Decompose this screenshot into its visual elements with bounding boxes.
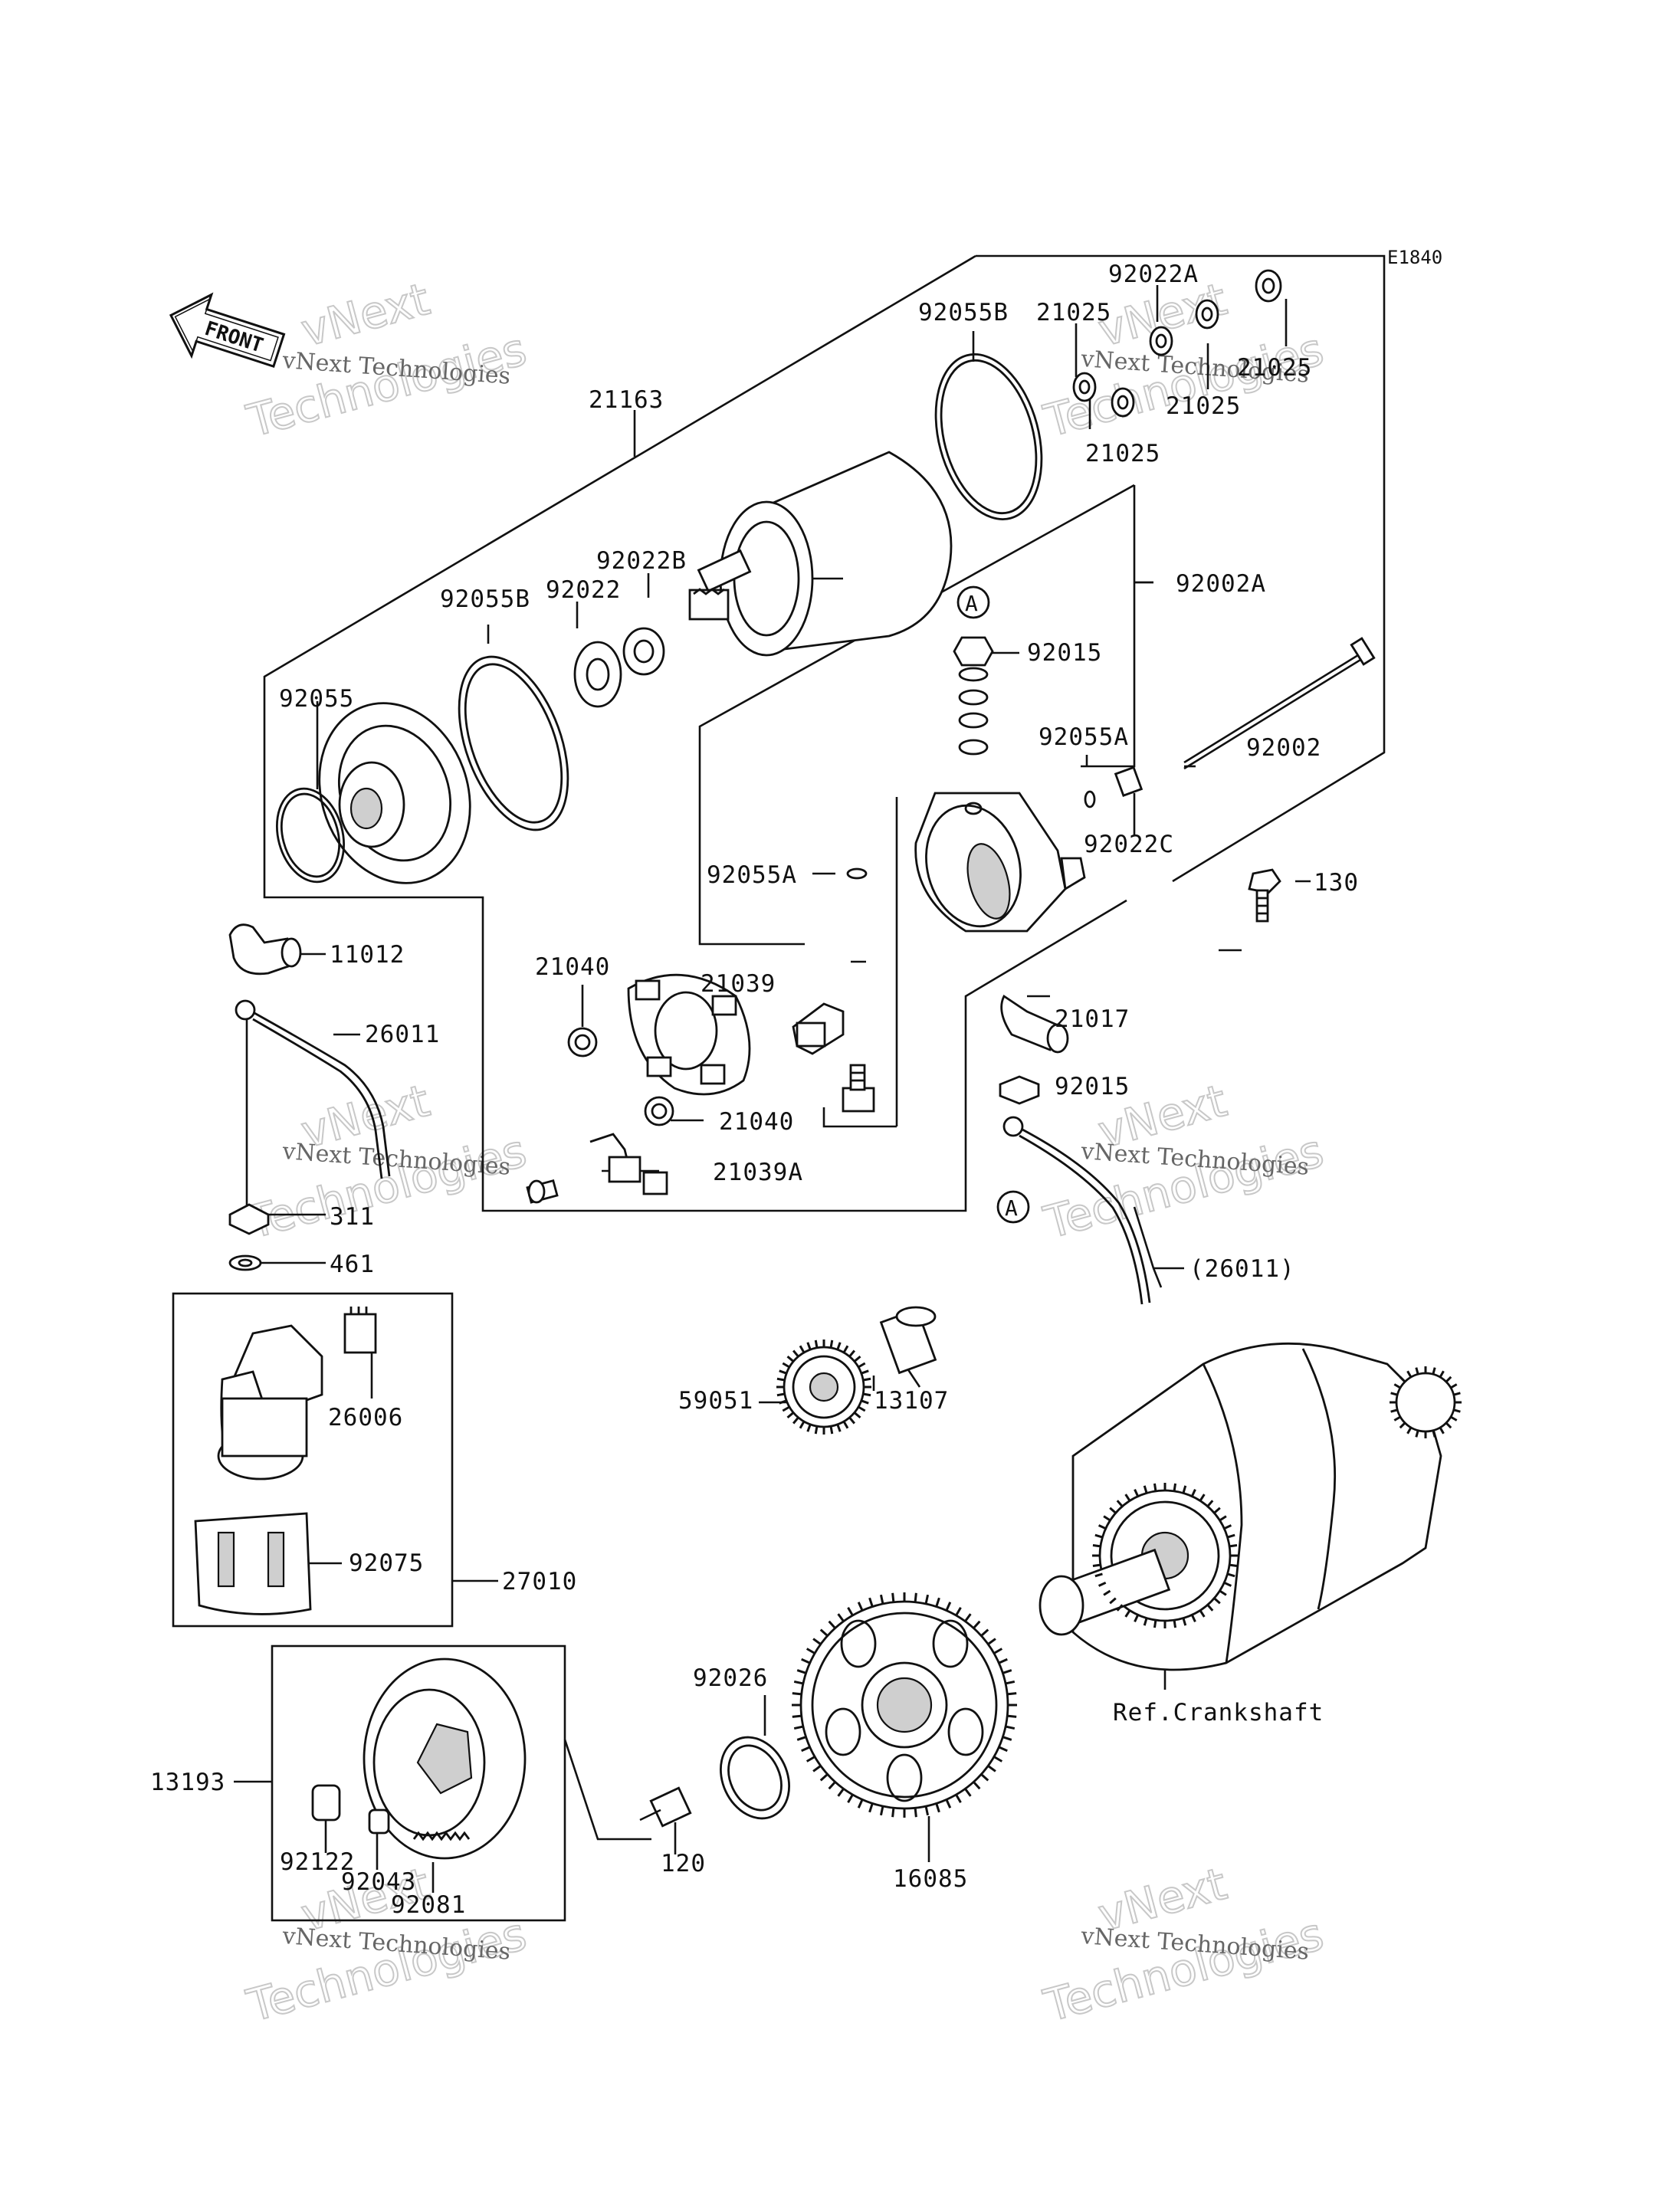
callout-92075: 92075: [349, 1549, 424, 1577]
callout-92026: 92026: [693, 1664, 768, 1692]
gear-16085-teeth: [792, 1592, 1017, 1818]
crankshaft-rear-gear-teeth: [1390, 1366, 1462, 1438]
callout-92022A: 92022A: [1108, 261, 1199, 288]
spring-92081: [412, 1831, 471, 1841]
gear-59051: [783, 1346, 865, 1428]
callout-92055A-left: 92055A: [707, 861, 797, 889]
callout-16085: 16085: [893, 1865, 968, 1893]
screw-brush: [526, 1179, 559, 1204]
o-ring-92055B-rear: [934, 353, 1043, 520]
brush-21039A: [589, 1133, 668, 1195]
callout-92015-b: 92015: [1055, 1073, 1130, 1100]
svg-text:A: A: [1005, 1195, 1018, 1221]
callout-92002: 92002: [1246, 734, 1321, 762]
front-cover-92055: [275, 702, 471, 884]
starter-gear-16085: [799, 1600, 1009, 1810]
terminal-bolt: [842, 1064, 875, 1113]
callout-311: 311: [330, 1203, 375, 1231]
starter-motor-yoke: [688, 451, 953, 657]
brush-holder-plate: [627, 973, 751, 1096]
starter-clutch-frame: [271, 1644, 566, 1922]
callout-13107: 13107: [874, 1387, 949, 1415]
front-arrow-icon: FRONT: [169, 292, 286, 369]
small-parts-92055A-92022C: [846, 766, 1144, 880]
starter-clutch-13193: [363, 1658, 527, 1860]
o-ring-92055B-front: [458, 655, 569, 831]
diagram-code: E1840: [1387, 247, 1442, 268]
brush-21039: [792, 1002, 845, 1055]
callout-59051: 59051: [678, 1387, 753, 1415]
callout-26011-ref: (26011): [1189, 1255, 1295, 1283]
callout-92015-a: 92015: [1027, 639, 1102, 667]
washer-92026: [719, 1736, 791, 1820]
callout-21025-b: 21025: [1237, 354, 1312, 382]
rear-cover: [914, 792, 1086, 933]
starter-motor-assembly-frame: [263, 254, 1386, 1212]
callout-21163: 21163: [589, 386, 664, 414]
callout-92043: 92043: [341, 1868, 416, 1896]
springs-21040: [567, 1027, 674, 1126]
nut-92015: [999, 1075, 1040, 1105]
callout-21017: 21017: [1055, 1005, 1130, 1033]
callout-21025-a: 21025: [1036, 299, 1111, 326]
callout-461: 461: [330, 1251, 375, 1278]
starter-relay-frame: [172, 1292, 454, 1628]
marker-a-bottom: A: [996, 1190, 1030, 1224]
gear-59051-teeth: [776, 1340, 871, 1435]
callout-21039A: 21039A: [713, 1159, 803, 1186]
callout-92022C: 92022C: [1084, 831, 1174, 858]
callout-26006: 26006: [328, 1404, 403, 1431]
callout-92055: 92055: [279, 685, 354, 713]
washers-21025: [1072, 269, 1282, 418]
callout-11012: 11012: [330, 941, 405, 969]
terminal-cap-21017: [1000, 994, 1069, 1054]
bolt-130: [1248, 868, 1281, 923]
callout-92002A: 92002A: [1176, 570, 1266, 598]
terminal-nut-stack: [953, 636, 994, 756]
callout-92055B-rear: 92055B: [918, 299, 1009, 326]
crankshaft-gear-teeth: [1092, 1483, 1238, 1628]
callout-120: 120: [661, 1850, 706, 1877]
callout-21040-b: 21040: [719, 1108, 794, 1136]
callout-13193: 13193: [150, 1769, 225, 1796]
callout-92022: 92022: [546, 576, 621, 604]
callout-92122: 92122: [280, 1848, 355, 1876]
shaft-13107: [879, 1306, 937, 1375]
callout-92055A-right: 92055A: [1039, 723, 1129, 751]
callout-26011: 26011: [365, 1021, 440, 1048]
marker-a-top: A: [956, 585, 990, 619]
cable-26011-ref: [1002, 1116, 1151, 1305]
nut-311-washer-461: [228, 1203, 270, 1271]
svg-text:A: A: [965, 591, 978, 616]
crankshaft: [1039, 1342, 1456, 1671]
callout-21025-c: 21025: [1166, 392, 1241, 420]
callout-92081: 92081: [391, 1891, 466, 1919]
callout-21025-d: 21025: [1085, 440, 1160, 467]
callout-21040-a: 21040: [535, 953, 610, 981]
washer-92022B: [622, 627, 665, 676]
long-bolt-92002: [1183, 637, 1376, 770]
rollers-92122-92043: [311, 1784, 390, 1835]
lockwasher-92022: [573, 641, 622, 708]
callout-92055B-front: 92055B: [440, 585, 530, 613]
cable-26011: [235, 999, 391, 1179]
bolt-120: [639, 1786, 692, 1828]
reference-crankshaft: Ref.Crankshaft: [1113, 1699, 1324, 1726]
callout-92022B: 92022B: [596, 547, 687, 575]
callout-27010: 27010: [502, 1568, 577, 1595]
callout-130: 130: [1314, 869, 1359, 897]
starter-relay-26006: [217, 1307, 377, 1481]
relay-holder-92075: [194, 1512, 312, 1615]
terminal-cap-11012: [228, 923, 302, 976]
callout-21039: 21039: [701, 970, 776, 998]
